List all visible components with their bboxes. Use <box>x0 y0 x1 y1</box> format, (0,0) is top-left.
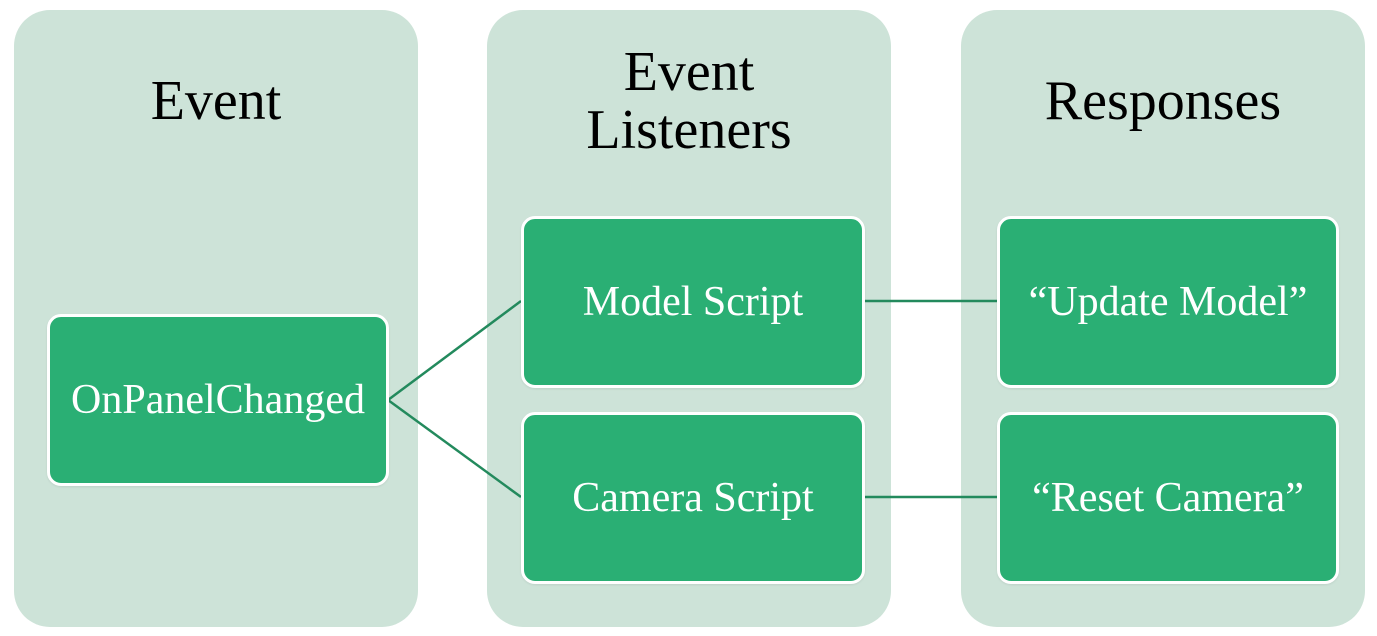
onpanelchanged-node: OnPanelChanged <box>47 314 389 486</box>
reset-camera-node: “Reset Camera” <box>997 412 1339 584</box>
responses-column-title: Responses <box>1044 70 1282 132</box>
model-script-node: Model Script <box>521 216 865 388</box>
event-listeners-column-title: Event Listeners <box>586 41 792 161</box>
camera-script-node: Camera Script <box>521 412 865 584</box>
event-column-title: Event <box>150 70 282 132</box>
update-model-node: “Update Model” <box>997 216 1339 388</box>
